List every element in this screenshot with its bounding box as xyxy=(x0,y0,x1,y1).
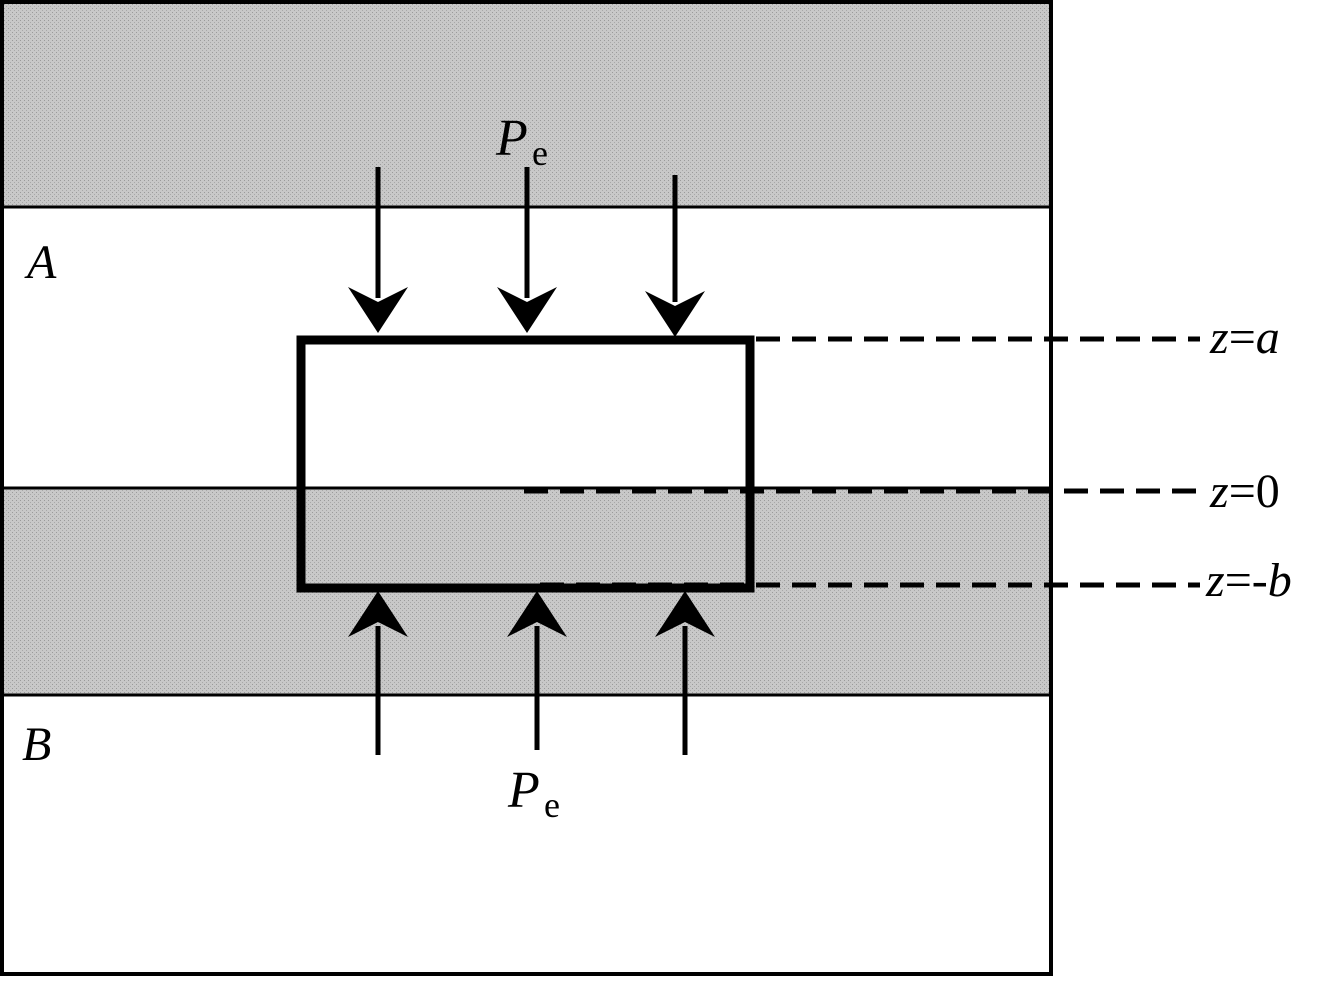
outer-frame xyxy=(0,0,1053,976)
bottom-arrow-right xyxy=(655,591,715,755)
top-arrow-right xyxy=(645,175,705,337)
pressure-label-top: P e xyxy=(495,110,548,173)
top-arrow-left xyxy=(348,167,408,333)
bottom-arrow-middle xyxy=(507,591,567,750)
pressure-symbol-bottom: P xyxy=(507,762,540,819)
region-label-b: B xyxy=(22,718,51,771)
pressure-symbol-top: P xyxy=(495,110,528,167)
pressure-subscript-bottom: e xyxy=(544,785,560,825)
pressure-label-bottom: P e xyxy=(507,762,560,825)
pressure-subscript-top: e xyxy=(532,133,548,173)
region-label-a: A xyxy=(24,236,57,289)
inclusion-rectangle xyxy=(296,335,755,593)
z-label-a: z=a xyxy=(1209,311,1280,364)
top-arrow-middle xyxy=(497,167,557,333)
bottom-arrow-left xyxy=(348,591,408,755)
z-label-0: z=0 xyxy=(1209,465,1280,518)
z-label-minus-b: z=-b xyxy=(1205,554,1292,607)
